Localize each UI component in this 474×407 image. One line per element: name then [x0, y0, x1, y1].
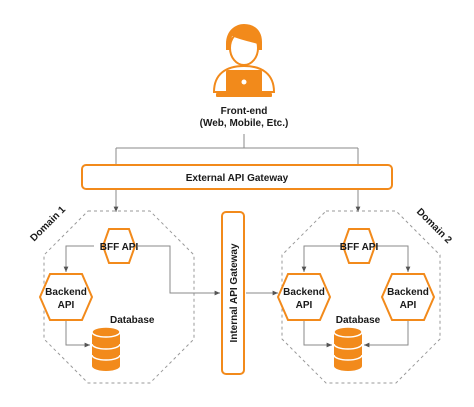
- domain2-backend-api-left: [276, 273, 332, 321]
- domain2-boundary: [281, 210, 441, 384]
- domain1-backend-api-label: Backend: [45, 287, 87, 298]
- domain2-connectors: [246, 245, 411, 348]
- domain2-bff-api: [341, 228, 377, 264]
- frontend-connectors: [113, 134, 361, 212]
- domain1-bff-api-label: BFF API: [100, 242, 139, 253]
- domain1-bff-api: [101, 228, 137, 264]
- domain1-database-icon: [91, 326, 121, 371]
- domain1-backend-api: [38, 273, 94, 321]
- domain1-database-label: Database: [110, 315, 155, 326]
- domain1-label: Domain 1: [28, 204, 68, 244]
- domain2-backend-api-left-sublabel: API: [296, 300, 313, 311]
- domain1-boundary: [43, 210, 195, 384]
- external-api-gateway-label: External API Gateway: [186, 173, 289, 184]
- user-icon: [212, 24, 276, 97]
- domain2-database-label: Database: [336, 315, 381, 326]
- domain2-backend-api-right-label: Backend: [387, 287, 429, 298]
- domain2-database-icon: [333, 326, 363, 371]
- internal-api-gateway-label: Internal API Gateway: [229, 243, 240, 343]
- external-api-gateway: [81, 164, 393, 190]
- domain2-backend-api-right: [380, 273, 436, 321]
- domain2-backend-api-left-label: Backend: [283, 287, 325, 298]
- domain1-backend-api-sublabel: API: [58, 300, 75, 311]
- frontend-sublabel: (Web, Mobile, Etc.): [200, 118, 289, 129]
- domain2-bff-api-label: BFF API: [340, 242, 379, 253]
- frontend-label: Front-end: [221, 106, 268, 117]
- domain1-connectors: [63, 245, 220, 348]
- domain2-backend-api-right-sublabel: API: [400, 300, 417, 311]
- internal-api-gateway: [221, 211, 245, 375]
- domain2-label: Domain 2: [414, 206, 454, 246]
